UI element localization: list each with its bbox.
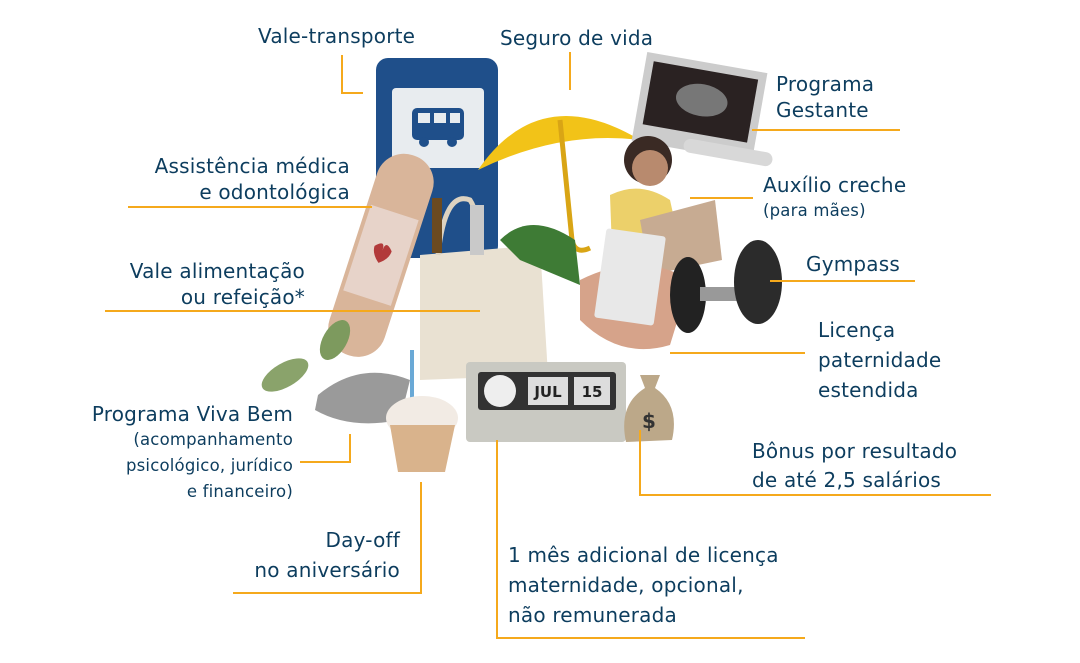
connector-line [496,440,498,639]
connector-line [670,352,805,354]
label-line: (acompanhamento [133,430,293,449]
label-gympass: Gympass [806,252,901,276]
label-day-off: Day-off no aniversário [254,525,400,585]
plant-hand-icon [261,320,410,424]
label-line: Assistência médica [154,154,350,178]
cupcake-icon [386,350,458,472]
label-vale-transporte: Vale-transporte [258,24,416,48]
clock-day: 15 [582,383,603,401]
connector-line [690,197,753,199]
label-seguro-vida: Seguro de vida [500,26,654,50]
label-line: Vale alimentação [129,259,305,283]
label-line: Programa Viva Bem [91,402,293,426]
connector-line [233,592,422,594]
connector-line [770,280,915,282]
shopping-bag-icon [420,196,580,380]
connector-line [105,310,480,312]
label-line: e financeiro) [186,482,293,501]
clock-month: JUL [533,383,562,401]
label-line: Day-off [325,528,400,552]
label-line: não remunerada [508,603,677,627]
connector-line [349,434,351,463]
label-licenca-paternidade: Licença paternidade estendida [818,315,941,405]
label-line: (para mães) [763,201,866,220]
connector-line [639,430,641,496]
calendar-icon [580,228,690,350]
label-auxilio-creche: Auxílio creche (para mães) [763,172,906,224]
label-line: Bônus por resultado [752,439,958,463]
label-bonus: Bônus por resultado de até 2,5 salários [752,437,957,495]
ultrasound-icon [631,51,773,167]
connector-line [341,92,363,94]
label-line: Auxílio creche [763,173,907,197]
svg-text:$: $ [642,409,656,433]
label-line: estendida [818,378,919,402]
label-line: e odontológica [199,180,350,204]
label-line: 1 mês adicional de licença [508,543,779,567]
label-line: de até 2,5 salários [752,468,942,492]
clock-calendar-icon: JUL 15 [466,362,626,442]
connector-line [300,461,351,463]
label-line: Programa [776,72,875,96]
connector-line [128,206,372,208]
label-viva-bem: Programa Viva Bem (acompanhamento psicológ… [92,401,293,505]
connector-line [341,55,343,94]
label-line: paternidade [818,348,942,372]
bandage-icon [328,153,434,357]
connector-line [569,52,571,90]
connector-line [639,494,991,496]
dumbbell-icon [670,240,782,333]
label-line: maternidade, opcional, [508,573,744,597]
connector-line [496,637,805,639]
label-line: ou refeição* [180,285,305,309]
connector-line [752,129,900,131]
label-line: Licença [818,318,896,342]
connector-line [420,482,422,594]
label-line: Gestante [776,98,869,122]
label-line: psicológico, jurídico [125,456,293,475]
money-bag-icon: $ [624,375,674,442]
label-line: no aniversário [254,558,400,582]
label-licenca-maternidade: 1 mês adicional de licença maternidade, o… [508,540,779,630]
